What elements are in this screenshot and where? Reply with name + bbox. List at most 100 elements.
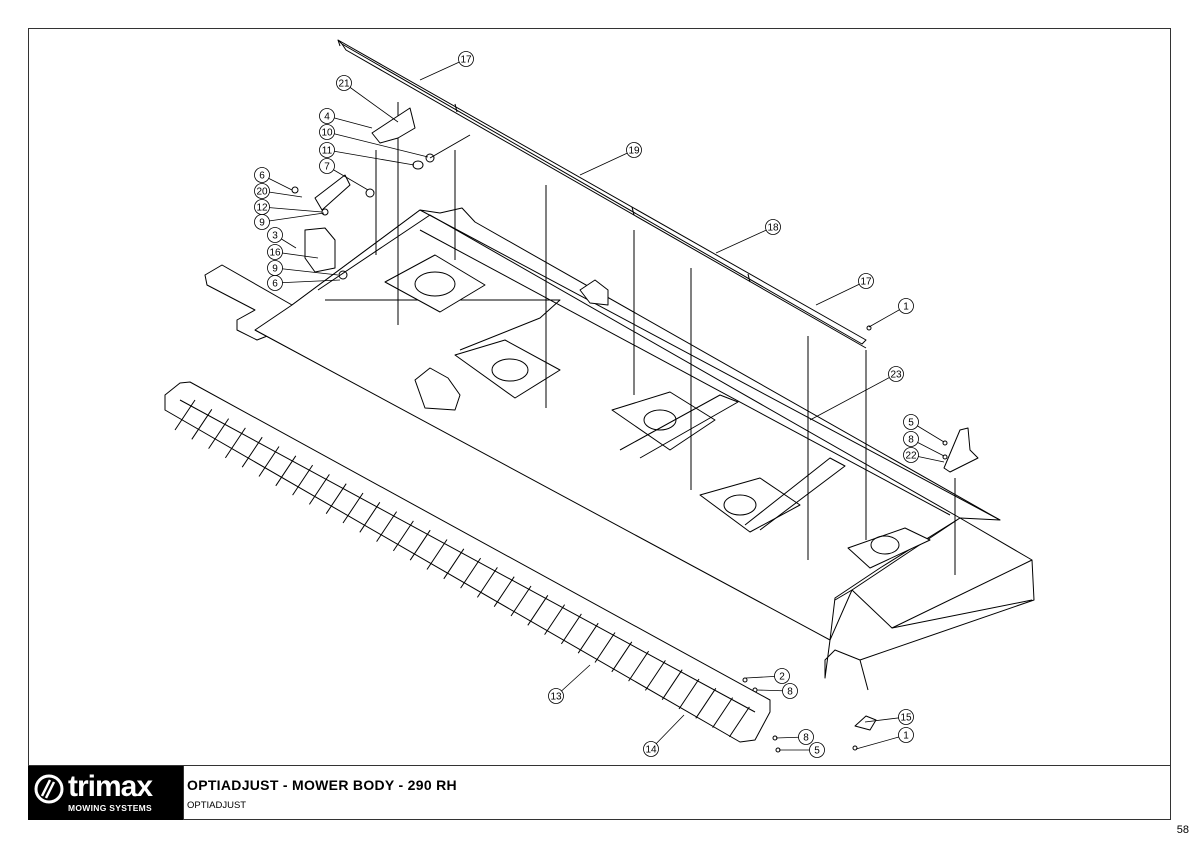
callout-bubble xyxy=(765,219,781,235)
skirt-slit xyxy=(510,585,532,617)
skirt-slit xyxy=(392,520,414,552)
callout-label-14: 14 xyxy=(645,745,657,756)
skirt-slit xyxy=(644,660,666,691)
skirt-slit xyxy=(443,548,465,580)
skirt-slit xyxy=(342,492,364,524)
callout-bubble xyxy=(903,431,919,447)
drawing-title: OPTIADJUST - MOWER BODY - 290 RH xyxy=(187,777,457,793)
callout-bubble xyxy=(782,683,798,699)
callout-leader xyxy=(715,226,774,254)
skirt-slit xyxy=(191,409,213,440)
skirt-slit xyxy=(325,483,347,514)
callout-bubble xyxy=(903,414,919,430)
skirt-slit xyxy=(712,697,734,728)
title-block: trimax MOWING SYSTEMS OPTIADJUST - MOWER… xyxy=(28,765,1171,820)
callout-label-13: 13 xyxy=(550,692,562,703)
logo-wordmark: trimax xyxy=(68,770,153,803)
callout-label-8: 8 xyxy=(787,687,793,698)
callout-bubble xyxy=(809,742,825,758)
skirt-slit xyxy=(241,436,263,468)
skirt-slit xyxy=(258,446,280,477)
callout-bubble xyxy=(798,729,814,745)
callout-leader xyxy=(326,131,429,158)
callout-label-17: 17 xyxy=(460,55,472,66)
skirt-slit xyxy=(611,641,633,673)
callout-bubble xyxy=(898,709,914,725)
callout-bubble xyxy=(336,75,352,91)
skirt-slit xyxy=(661,669,683,700)
skirt-slit xyxy=(359,502,381,533)
callout-label-2: 2 xyxy=(779,672,785,683)
skirt-slit xyxy=(426,539,448,570)
callout-leader xyxy=(274,267,339,276)
callout-label-17: 17 xyxy=(860,277,872,288)
skirt-slit xyxy=(728,706,750,738)
skirt-slit xyxy=(695,688,717,719)
skirt-slit xyxy=(308,474,330,505)
callout-bubble xyxy=(319,158,335,174)
trimax-logo-icon xyxy=(34,774,64,804)
callout-label-8: 8 xyxy=(908,435,914,446)
callout-label-7: 7 xyxy=(324,162,330,173)
callout-label-1: 1 xyxy=(903,731,909,742)
skirt-slit xyxy=(376,511,398,542)
callout-bubble xyxy=(267,244,283,260)
callout-label-10: 10 xyxy=(321,128,333,139)
callout-leader xyxy=(274,279,341,284)
skirt-slit xyxy=(678,678,700,710)
callout-label-4: 4 xyxy=(324,112,330,123)
callout-bubble xyxy=(254,183,270,199)
callout-label-15: 15 xyxy=(900,713,912,724)
callout-group: 1721410117620129316961918171235822281315… xyxy=(254,51,945,758)
callout-bubble xyxy=(643,741,659,757)
left-hardware xyxy=(291,107,471,280)
callout-bubble xyxy=(267,275,283,291)
callout-bubble xyxy=(319,142,335,158)
skirt-slit xyxy=(224,427,246,459)
skirt-slit xyxy=(292,464,314,496)
callout-label-5: 5 xyxy=(908,418,914,429)
callout-leader xyxy=(326,165,369,191)
skirt-flap-slits xyxy=(174,399,750,738)
drawing-subtitle: OPTIADJUST xyxy=(187,800,247,811)
drawing-frame xyxy=(28,28,1171,820)
page-number: 58 xyxy=(1176,824,1189,836)
logo-tagline: MOWING SYSTEMS xyxy=(68,803,153,813)
callout-label-6: 6 xyxy=(259,171,265,182)
skirt-slit xyxy=(493,576,515,607)
callout-bubble xyxy=(254,214,270,230)
callout-bubble xyxy=(898,727,914,743)
callout-bubble xyxy=(898,298,914,314)
skirt-slit xyxy=(544,604,566,635)
callout-bubble xyxy=(903,447,919,463)
skirt-slit xyxy=(527,595,549,626)
callout-label-9: 9 xyxy=(259,218,265,229)
skirt-slit xyxy=(476,567,498,598)
skirt-slit xyxy=(577,622,599,654)
callout-label-20: 20 xyxy=(256,187,268,198)
skirt-slit xyxy=(275,455,297,487)
callout-label-12: 12 xyxy=(256,203,268,214)
callout-bubble xyxy=(548,688,564,704)
callout-leader xyxy=(343,82,399,123)
callout-bubble xyxy=(774,668,790,684)
callout-leader xyxy=(326,149,415,166)
callout-label-1: 1 xyxy=(903,302,909,313)
callout-label-16: 16 xyxy=(269,248,281,259)
callout-label-3: 3 xyxy=(272,231,278,242)
callout-leader xyxy=(579,149,635,176)
skirt-slit xyxy=(174,399,196,431)
callout-label-23: 23 xyxy=(890,370,902,381)
callout-bubble xyxy=(626,142,642,158)
callout-bubble xyxy=(858,273,874,289)
callout-leader xyxy=(419,58,467,81)
callout-leader xyxy=(261,212,325,223)
callout-label-9: 9 xyxy=(272,264,278,275)
callout-bubble xyxy=(888,366,904,382)
callout-leader xyxy=(815,280,867,306)
callout-label-21: 21 xyxy=(338,79,350,90)
callout-label-5: 5 xyxy=(814,746,820,757)
top-rail-assembly xyxy=(337,39,867,349)
callout-leader xyxy=(855,734,907,750)
